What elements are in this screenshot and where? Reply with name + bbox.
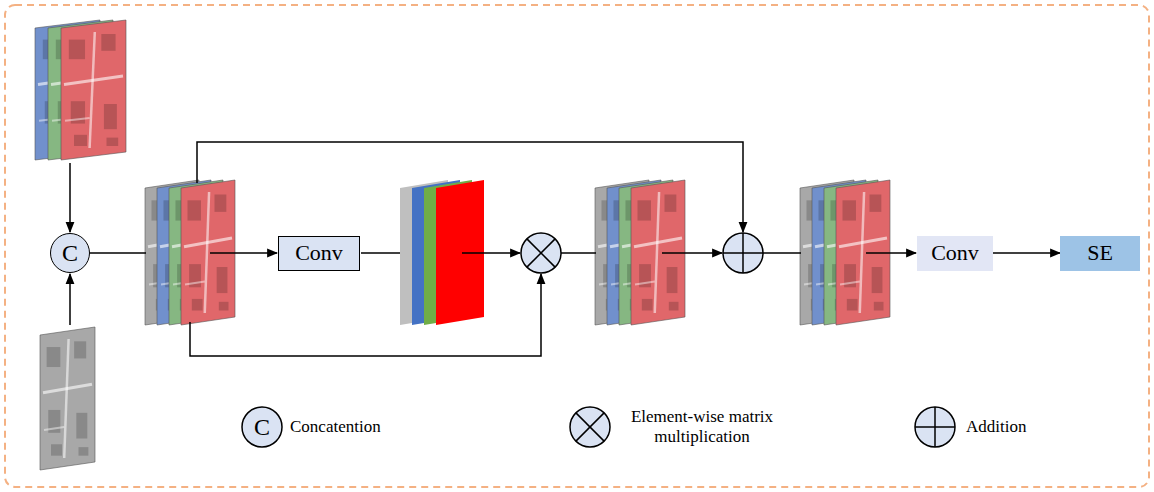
building-texture [76, 413, 87, 439]
building-texture [104, 104, 117, 129]
wire [69, 274, 71, 325]
operator-circle [570, 407, 610, 447]
node-text: C [62, 240, 78, 266]
operator-circle [723, 233, 763, 273]
road-texture [90, 32, 95, 148]
building-texture [872, 267, 883, 293]
building-texture [219, 302, 229, 311]
legend-text: Concatention [290, 417, 381, 437]
legend-text: Element-wise matrix multiplication [622, 407, 782, 448]
operator-circle [242, 407, 282, 447]
conv-box: Conv [278, 236, 360, 271]
node-text: SE [1087, 241, 1113, 265]
building-texture [874, 302, 884, 311]
road-texture [65, 118, 90, 121]
building-texture [107, 138, 119, 146]
legend-text: Addition [966, 417, 1026, 437]
node-text: Conv [931, 241, 979, 265]
building-texture [214, 195, 226, 212]
operator-stroke [527, 239, 555, 267]
image-layer [40, 327, 95, 470]
image-layer [61, 20, 126, 160]
building-texture [187, 200, 201, 220]
building-texture [642, 299, 653, 311]
building-texture [74, 341, 86, 358]
wire [197, 142, 743, 232]
road-texture [44, 427, 64, 430]
building-texture [667, 267, 678, 293]
operator-stroke [576, 413, 604, 441]
wire [90, 252, 146, 254]
legend-concat-symbol [242, 407, 282, 447]
building-texture [637, 200, 651, 220]
wire [866, 252, 916, 254]
building-texture [842, 200, 856, 220]
building-texture [192, 299, 203, 311]
road-texture [860, 192, 864, 313]
building-texture [74, 135, 87, 146]
node-text: Conv [295, 241, 343, 265]
frame-border [5, 5, 1149, 487]
se-box: SE [1060, 236, 1140, 271]
road-texture [655, 192, 659, 313]
building-texture [217, 267, 228, 293]
wire [69, 163, 71, 232]
addition-symbol [723, 233, 763, 273]
road-texture [635, 282, 655, 285]
legend-multiply-symbol [570, 407, 610, 447]
operator-stroke [576, 413, 604, 441]
wire [561, 252, 596, 254]
legend-addition-symbol [915, 407, 955, 447]
building-texture [47, 347, 61, 367]
building-texture [869, 195, 881, 212]
operator-stroke [934, 407, 936, 447]
building-texture [69, 40, 85, 60]
conv-box: Conv [917, 236, 993, 271]
wire [361, 252, 400, 254]
building-texture [101, 34, 115, 51]
wire [190, 274, 541, 356]
concat-circle: C [50, 233, 90, 273]
operator-stroke [742, 233, 744, 273]
connector-arrow [993, 252, 1060, 254]
wire [662, 252, 722, 254]
wire [763, 252, 801, 254]
building-texture [847, 299, 858, 311]
rgb-image-stack [35, 20, 126, 160]
building-texture [664, 195, 676, 212]
wire [462, 252, 520, 254]
wire [210, 252, 277, 254]
legend-symbol-letter: C [254, 413, 270, 442]
road-texture [185, 282, 205, 285]
operator-stroke [527, 239, 555, 267]
road-texture [64, 339, 68, 458]
building-texture [669, 302, 679, 311]
road-texture [205, 192, 209, 313]
building-texture [51, 444, 62, 455]
grayscale-image [40, 327, 95, 470]
multiply-symbol [521, 233, 561, 273]
road-texture [840, 282, 860, 285]
operator-circle [521, 233, 561, 273]
building-texture [79, 447, 89, 456]
operator-circle [915, 407, 955, 447]
